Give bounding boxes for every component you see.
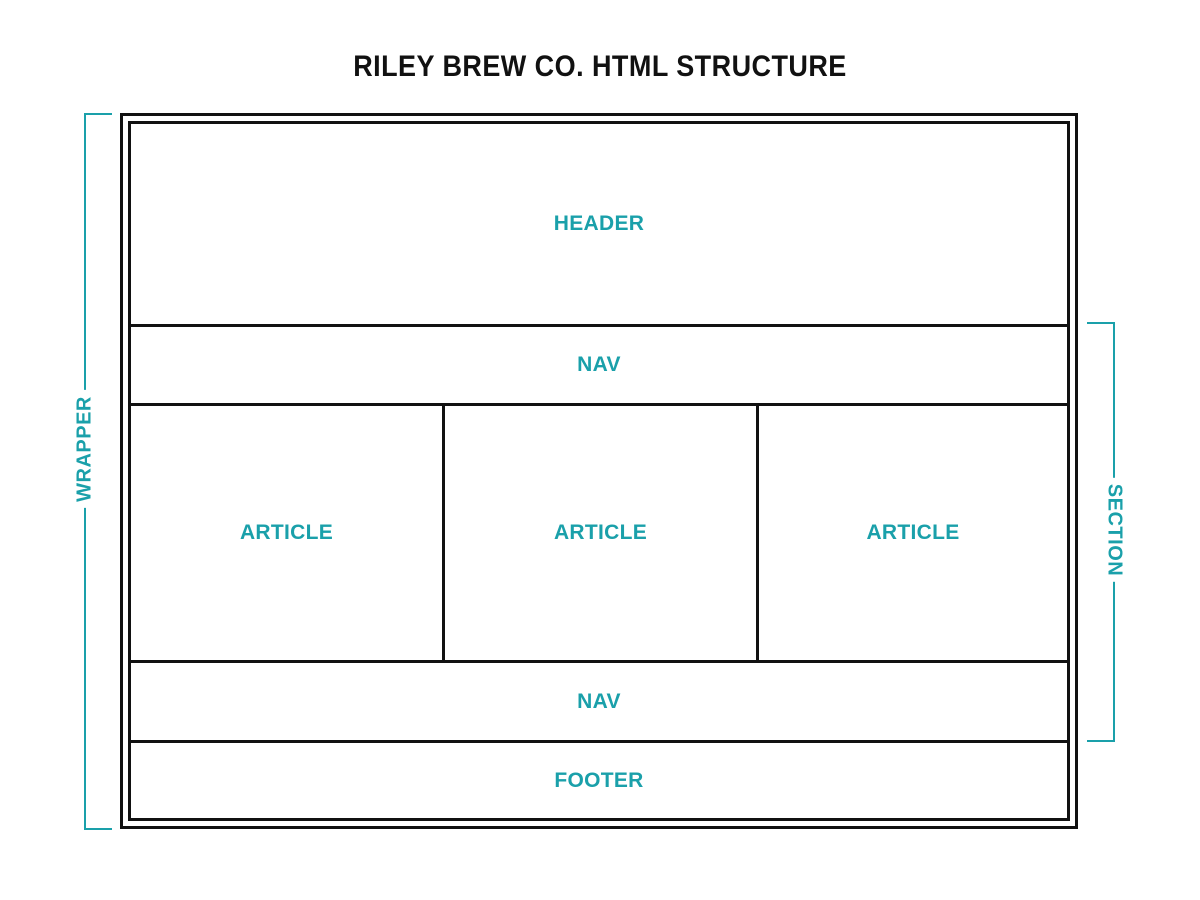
header-nav-divider bbox=[128, 324, 1070, 327]
wrapper-bracket-bottom-tick bbox=[84, 828, 112, 830]
article-divider-1 bbox=[442, 404, 445, 662]
wrapper-outer-border bbox=[120, 113, 1078, 829]
header-block: HEADER bbox=[131, 124, 1067, 324]
nav-top-label: NAV bbox=[577, 353, 621, 376]
wrapper-inner-border bbox=[128, 121, 1070, 821]
section-label: SECTION bbox=[1102, 477, 1126, 583]
wrapper-bracket-top-tick bbox=[84, 113, 112, 115]
nav-bottom-label: NAV bbox=[577, 689, 621, 713]
article-block-3: ARTICLE bbox=[759, 406, 1067, 660]
header-label: HEADER bbox=[553, 212, 645, 235]
article-label-2: ARTICLE bbox=[553, 521, 648, 544]
nav-bottom-block: NAV bbox=[131, 663, 1067, 740]
articles-nav-divider bbox=[128, 660, 1070, 663]
wrapper-label: WRAPPER bbox=[73, 390, 97, 508]
nav-articles-divider bbox=[128, 403, 1070, 406]
nav-top-block: NAV bbox=[131, 327, 1067, 403]
footer-label: FOOTER bbox=[554, 768, 644, 792]
article-block-1: ARTICLE bbox=[131, 406, 442, 660]
diagram-title: RILEY BREW CO. HTML STRUCTURE bbox=[353, 50, 847, 83]
footer-block: FOOTER bbox=[131, 743, 1067, 818]
article-block-2: ARTICLE bbox=[445, 406, 756, 660]
section-bracket-bottom-tick bbox=[1087, 740, 1115, 742]
article-label-1: ARTICLE bbox=[239, 521, 334, 544]
section-bracket-top-tick bbox=[1087, 322, 1115, 324]
article-label-3: ARTICLE bbox=[866, 521, 960, 544]
nav-footer-divider bbox=[128, 740, 1070, 743]
article-divider-2 bbox=[756, 404, 759, 662]
